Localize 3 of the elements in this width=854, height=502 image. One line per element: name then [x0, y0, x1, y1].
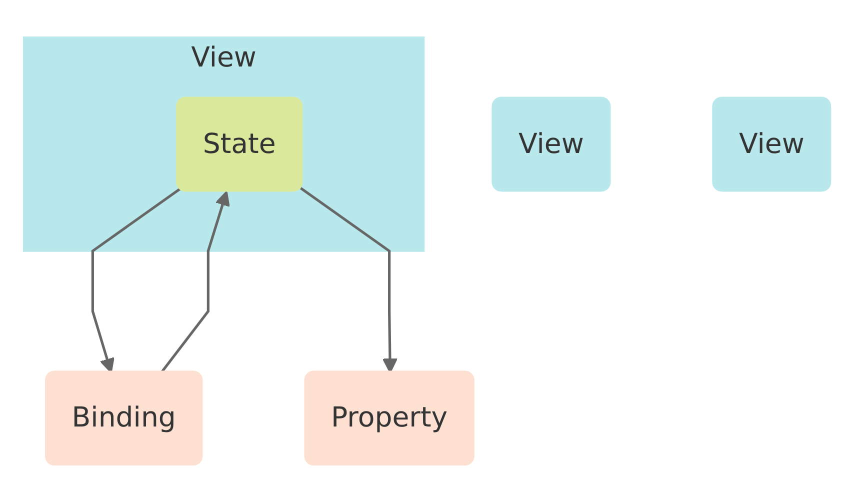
arrow	[300, 187, 398, 374]
arrow	[91, 188, 181, 374]
arrow	[160, 190, 230, 374]
